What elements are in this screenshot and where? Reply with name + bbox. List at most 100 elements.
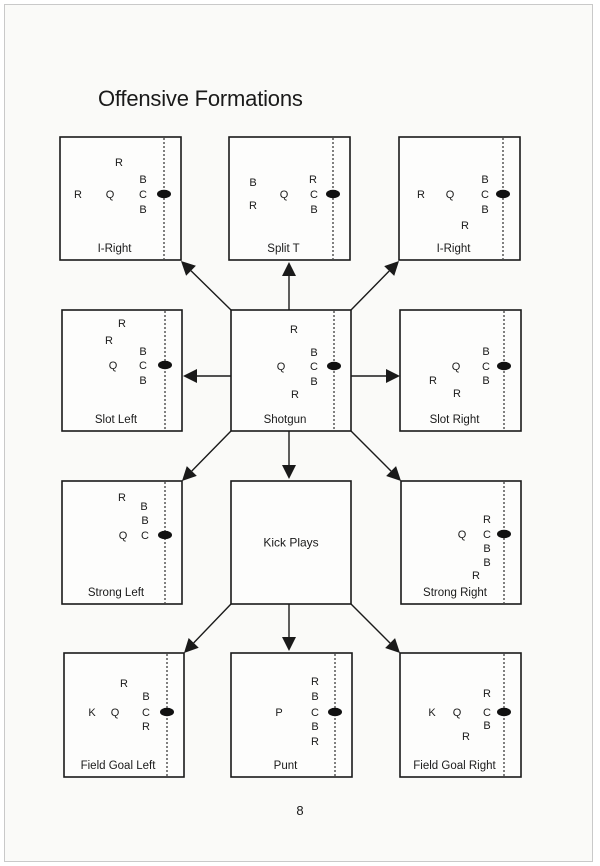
arrowhead-icon bbox=[282, 262, 296, 276]
player-marker: B bbox=[142, 691, 149, 703]
formation-box bbox=[230, 309, 352, 432]
player-marker: Q bbox=[109, 360, 118, 372]
player-marker: B bbox=[483, 557, 490, 569]
player-marker: R bbox=[115, 157, 123, 169]
diagram-arrows bbox=[181, 261, 401, 653]
formation-box bbox=[61, 309, 183, 432]
player-marker: C bbox=[483, 707, 491, 719]
arrowhead-icon bbox=[282, 465, 296, 479]
arrow-line bbox=[190, 270, 232, 311]
player-marker: R bbox=[290, 324, 298, 336]
player-marker: C bbox=[310, 361, 318, 373]
player-marker: R bbox=[311, 676, 319, 688]
player-marker: C bbox=[141, 530, 149, 542]
player-marker: C bbox=[483, 529, 491, 541]
player-marker: Q bbox=[106, 189, 115, 201]
formation-box bbox=[61, 480, 183, 605]
player-marker: B bbox=[311, 691, 318, 703]
player-marker: R bbox=[118, 318, 126, 330]
football-icon bbox=[327, 361, 341, 371]
football-icon bbox=[496, 189, 510, 199]
player-marker: R bbox=[118, 492, 126, 504]
player-marker: C bbox=[142, 707, 150, 719]
football-icon bbox=[160, 707, 174, 717]
player-marker: Q bbox=[119, 530, 128, 542]
formation-label: Field Goal Right bbox=[413, 760, 496, 772]
arrowhead-icon bbox=[282, 637, 296, 651]
player-marker: R bbox=[105, 335, 113, 347]
player-marker: B bbox=[482, 346, 489, 358]
football-icon bbox=[158, 530, 172, 540]
player-marker: R bbox=[311, 736, 319, 748]
player-marker: B bbox=[483, 543, 490, 555]
player-marker: C bbox=[139, 360, 147, 372]
player-marker: Q bbox=[111, 707, 120, 719]
formation-box bbox=[228, 136, 351, 261]
arrowhead-icon bbox=[182, 466, 197, 481]
arrow-line bbox=[191, 430, 232, 472]
football-icon bbox=[158, 360, 172, 370]
player-marker: C bbox=[481, 189, 489, 201]
football-icon bbox=[497, 707, 511, 717]
arrow-line bbox=[350, 270, 390, 311]
player-marker: K bbox=[428, 707, 436, 719]
player-marker: B bbox=[249, 177, 256, 189]
formation-label: Strong Left bbox=[88, 587, 145, 599]
player-marker: B bbox=[139, 375, 146, 387]
arrowhead-icon bbox=[181, 261, 196, 276]
player-marker: B bbox=[140, 501, 147, 513]
arrow-line bbox=[350, 430, 392, 472]
player-marker: B bbox=[310, 204, 317, 216]
player-marker: B bbox=[139, 346, 146, 358]
formation-label: Strong Right bbox=[423, 587, 488, 599]
football-icon bbox=[326, 189, 340, 199]
player-marker: Q bbox=[458, 529, 467, 541]
player-marker: R bbox=[120, 678, 128, 690]
player-marker: R bbox=[291, 389, 299, 401]
player-marker: R bbox=[472, 570, 480, 582]
player-marker: R bbox=[461, 220, 469, 232]
formation-label: Punt bbox=[274, 760, 298, 772]
player-marker: B bbox=[139, 204, 146, 216]
player-marker: Q bbox=[277, 361, 286, 373]
player-marker: R bbox=[453, 388, 461, 400]
player-marker: B bbox=[481, 204, 488, 216]
formation-label: Shotgun bbox=[264, 414, 307, 426]
player-marker: P bbox=[275, 707, 282, 719]
player-marker: B bbox=[310, 347, 317, 359]
player-marker: R bbox=[429, 375, 437, 387]
player-marker: R bbox=[417, 189, 425, 201]
formation-label: I-Right bbox=[98, 243, 133, 255]
player-marker: B bbox=[482, 375, 489, 387]
player-marker: B bbox=[141, 515, 148, 527]
player-marker: C bbox=[311, 707, 319, 719]
player-marker: R bbox=[483, 688, 491, 700]
football-icon bbox=[157, 189, 171, 199]
player-marker: B bbox=[310, 376, 317, 388]
arrow-line bbox=[350, 603, 391, 644]
player-marker: C bbox=[139, 189, 147, 201]
formation-label: Slot Right bbox=[430, 414, 481, 426]
formation-label: I-Right bbox=[437, 243, 472, 255]
player-marker: B bbox=[483, 720, 490, 732]
arrowhead-icon bbox=[386, 466, 401, 481]
player-marker: B bbox=[311, 721, 318, 733]
arrowhead-icon bbox=[386, 369, 400, 383]
formation-box bbox=[399, 652, 522, 778]
formation-box bbox=[398, 136, 521, 261]
formation-label: Field Goal Left bbox=[81, 760, 157, 772]
formation-box bbox=[399, 309, 522, 432]
player-marker: B bbox=[139, 174, 146, 186]
player-marker: B bbox=[481, 174, 488, 186]
formation-box bbox=[230, 480, 352, 605]
formation-kick-plays: Kick Plays bbox=[230, 480, 352, 605]
